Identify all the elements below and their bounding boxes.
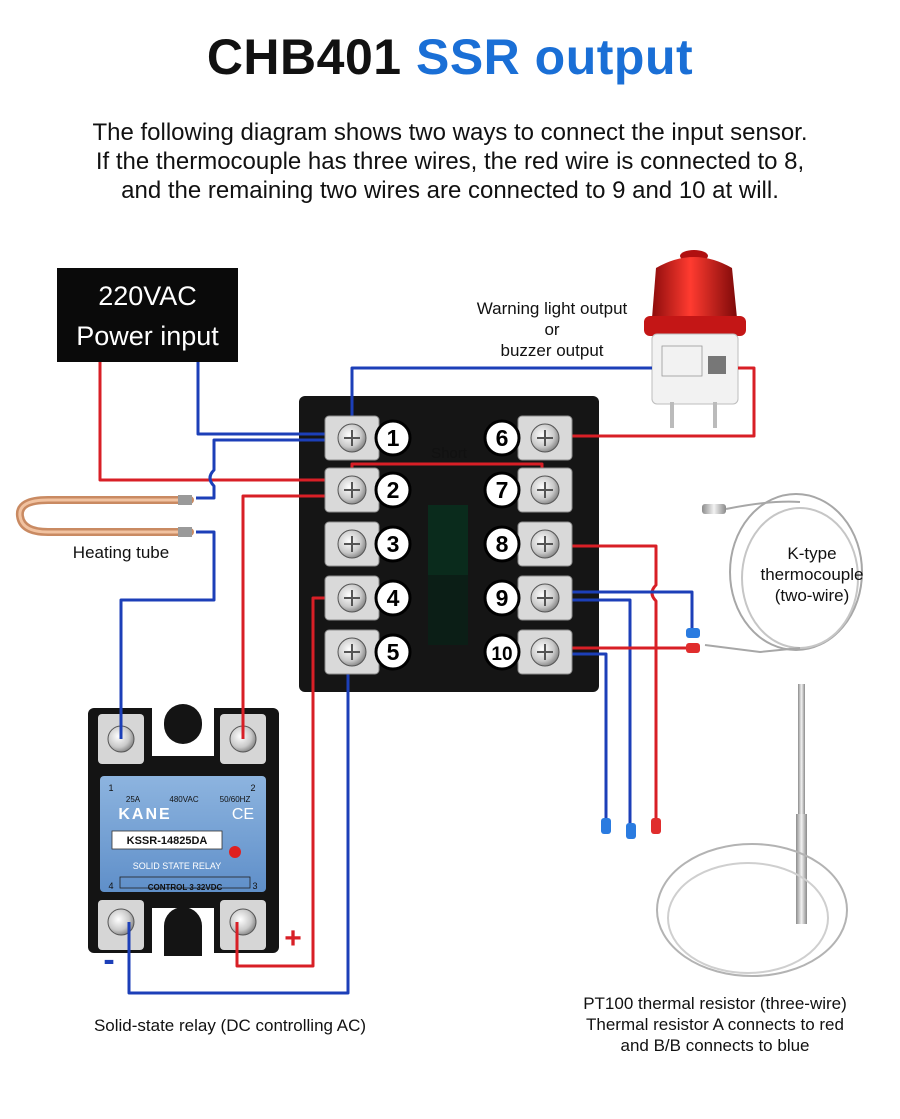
ssr-term2: 2 <box>250 783 256 793</box>
terminal-badge-3: 3 <box>374 525 412 563</box>
terminal-1 <box>324 415 380 461</box>
heater-wire-blue <box>196 438 352 500</box>
power-wire-blue <box>196 362 352 436</box>
ssr-plus: + <box>284 922 302 955</box>
warning-label: Warning light output or buzzer output <box>452 298 652 361</box>
pt100-label: PT100 thermal resistor (three-wire) Ther… <box>540 993 890 1056</box>
intro-text: The following diagram shows two ways to … <box>0 118 900 205</box>
page-title: CHB401 SSR output <box>0 28 900 86</box>
terminal-screws <box>324 415 573 675</box>
terminal-badge-7: 7 <box>483 471 521 509</box>
ssr-term4: 4 <box>108 881 114 891</box>
lamp-wire-red <box>545 366 756 438</box>
terminal-7 <box>517 467 573 513</box>
ssr-subtitle: SOLID STATE RELAY <box>132 861 222 871</box>
thermocouple-line: K-type <box>787 544 837 563</box>
terminal-4 <box>324 575 380 621</box>
intro-line: and the remaining two wires are connecte… <box>121 177 779 204</box>
pt100-probe <box>656 684 848 977</box>
terminal-badges: 1 2 3 4 5 6 7 8 9 10 <box>374 419 521 671</box>
terminal-number: 10 <box>491 644 512 665</box>
terminal-number: 9 <box>496 585 509 611</box>
ssr-out-wire-red <box>241 494 352 739</box>
pt100-blue-a <box>545 598 632 825</box>
heating-tube-label: Heating tube <box>72 543 170 562</box>
terminal-badge-6: 6 <box>483 419 521 457</box>
wires <box>98 362 756 995</box>
thermocouple-line: (two-wire) <box>774 586 850 605</box>
ssr-caption: Solid-state relay (DC controlling AC) <box>93 1016 367 1035</box>
terminal-badge-10: 10 <box>483 633 521 671</box>
ssr-rating-v: 480VAC <box>169 795 199 804</box>
warning-line: or <box>544 320 560 339</box>
terminal-number: 1 <box>387 425 400 451</box>
intro-line: If the thermocouple has three wires, the… <box>95 148 805 175</box>
terminal-6 <box>517 415 573 461</box>
terminal-badge-8: 8 <box>483 525 521 563</box>
pt100-line: PT100 thermal resistor (three-wire) <box>583 994 847 1013</box>
ssr-term3: 3 <box>252 881 258 891</box>
ssr-control: CONTROL 3-32VDC <box>147 883 223 892</box>
pt100-red <box>545 544 658 820</box>
warning-lamp <box>644 250 746 428</box>
title-accent: SSR output <box>415 29 694 85</box>
terminal-badge-9: 9 <box>483 579 521 617</box>
terminal-badge-1: 1 <box>374 419 412 457</box>
power-voltage: 220VAC <box>98 281 197 311</box>
power-label: Power input <box>76 321 219 351</box>
terminal-badge-4: 4 <box>374 579 412 617</box>
lamp-wire-blue <box>350 366 652 434</box>
terminal-5 <box>324 629 380 675</box>
ssr-rating-f: 50/60HZ <box>219 795 251 804</box>
terminal-3 <box>324 521 380 567</box>
terminal-10 <box>517 629 573 675</box>
ssr-brand: KANE <box>118 806 172 823</box>
k-type-thermocouple <box>702 493 863 654</box>
terminal-8 <box>517 521 573 567</box>
thermocouple-line: thermocouple <box>760 565 864 584</box>
pt100-line: Thermal resistor A connects to red <box>586 1015 844 1034</box>
terminal-number: 4 <box>387 585 400 611</box>
power-input-box: 220VAC Power input <box>57 268 238 362</box>
terminal-number: 6 <box>496 425 509 451</box>
power-wire-red <box>98 362 352 482</box>
warning-line: buzzer output <box>500 341 604 360</box>
solid-state-relay <box>88 704 279 956</box>
ssr-ce: CE <box>231 806 255 823</box>
pt100-line: and B/B connects to blue <box>620 1036 810 1055</box>
ktype-blue <box>545 590 694 632</box>
intro-line: The following diagram shows two ways to … <box>92 119 808 146</box>
thermocouple-label: K-type thermocouple (two-wire) <box>742 543 882 606</box>
terminal-number: 7 <box>496 477 509 503</box>
ssr-term1: 1 <box>108 783 114 793</box>
ssr-minus: - <box>103 941 115 979</box>
ssr-model: KSSR-14825DA <box>126 835 208 847</box>
heating-tube <box>15 495 194 537</box>
title-model: CHB401 <box>206 29 402 85</box>
terminal-badge-2: 2 <box>374 471 412 509</box>
terminal-9 <box>517 575 573 621</box>
warning-line: Warning light output <box>476 299 628 318</box>
terminal-2 <box>324 467 380 513</box>
terminal-number: 2 <box>387 477 400 503</box>
short-label: Short <box>431 445 467 462</box>
heater-ssr-wire-blue <box>119 530 216 739</box>
ssr-rating-a: 25A <box>125 795 141 804</box>
terminal-number: 5 <box>387 639 400 665</box>
terminal-number: 3 <box>387 531 400 557</box>
terminal-badge-5: 5 <box>374 633 412 671</box>
terminal-number: 8 <box>496 531 509 557</box>
